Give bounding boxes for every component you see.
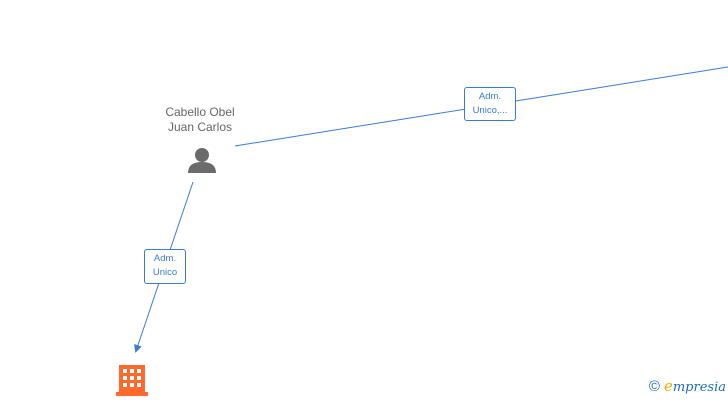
edge-label-right-line1: Adm.: [478, 91, 502, 102]
edge-label-right-line2: Unico,...: [472, 105, 508, 116]
empresia-watermark: ©empresia: [649, 377, 726, 395]
person-name-line1: Cabello Obel: [165, 105, 235, 119]
copyright-symbol: ©: [648, 378, 660, 395]
person-name-label[interactable]: Cabello Obel Juan Carlos: [150, 105, 250, 135]
building-icon[interactable]: [116, 365, 148, 396]
person-name-line2: Juan Carlos: [167, 120, 233, 134]
edge-label-down-line1: Adm.: [153, 253, 177, 264]
edge-label-right[interactable]: Adm. Unico,...: [464, 87, 516, 121]
brand-name: mpresia: [672, 380, 726, 395]
edge-label-down-line2: Unico: [152, 267, 178, 278]
person-icon[interactable]: [188, 148, 216, 173]
brand-initial: e: [663, 377, 673, 395]
edge-label-down[interactable]: Adm. Unico: [144, 249, 186, 284]
